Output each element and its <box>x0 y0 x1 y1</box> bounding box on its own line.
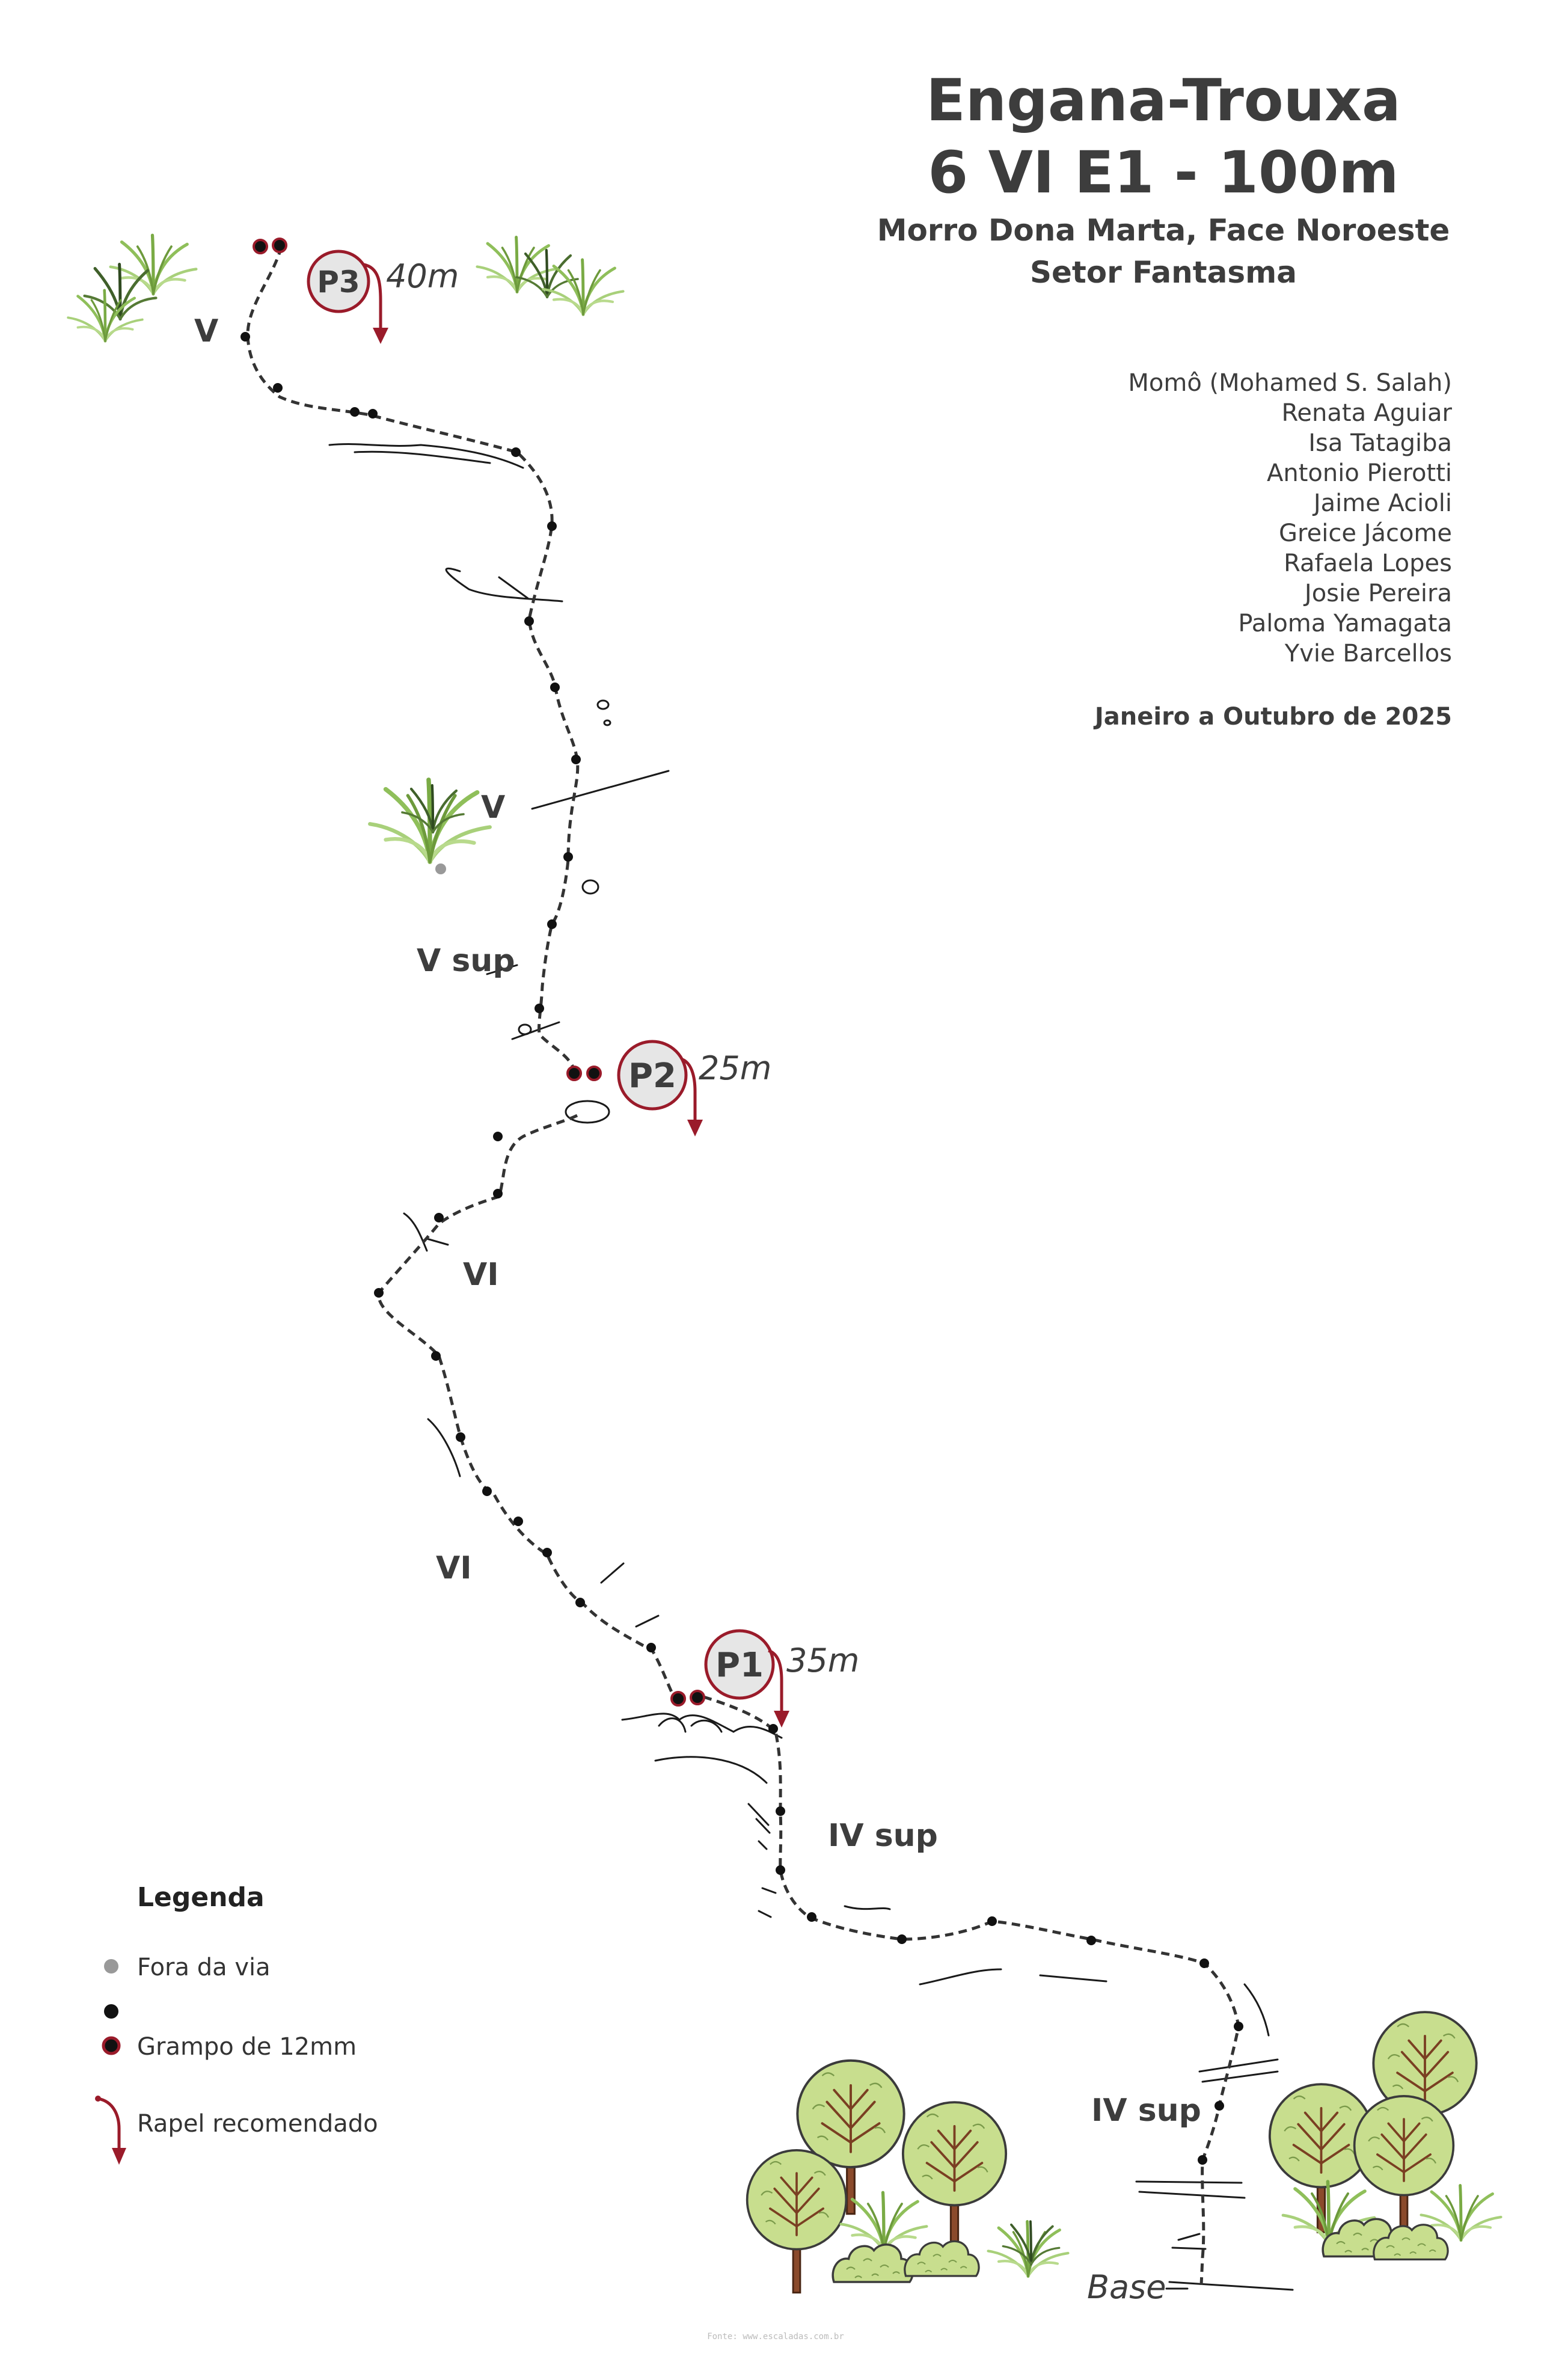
bolt <box>897 1934 907 1944</box>
anchor-bolt <box>690 1690 705 1705</box>
belay-p1: P1 35m <box>670 1629 859 1728</box>
credit-item: Rafaela Lopes <box>1284 550 1452 577</box>
belay-marker <box>617 1040 688 1111</box>
legend-bolt-label: Grampo de 12mm <box>137 2033 357 2061</box>
credit-item: Yvie Barcellos <box>1284 640 1452 667</box>
bolt <box>1198 2155 1207 2165</box>
rappel-arrow <box>681 1058 697 1126</box>
bolt <box>542 1548 552 1557</box>
belay-label: P2 <box>628 1057 676 1096</box>
legend-anchor-swatch <box>102 2036 121 2055</box>
bolt <box>535 1004 544 1013</box>
grade-labels: V V V sup VI VI IV sup IV sup <box>194 313 1201 2129</box>
anchor-bolt <box>566 1066 582 1081</box>
grade-label: VI <box>436 1550 472 1586</box>
legend-bolt-swatch <box>104 2004 118 2019</box>
anchor-bolt <box>272 238 287 253</box>
bolt <box>571 755 581 764</box>
legend-off-route-swatch <box>104 1959 118 1974</box>
bolt <box>434 1213 444 1222</box>
grade-label: IV sup <box>828 1818 938 1854</box>
anchor-bolt <box>253 239 268 254</box>
bolts <box>240 332 1243 2165</box>
route-date: Janeiro a Outubro de 2025 <box>1093 703 1452 731</box>
bolt <box>776 1806 785 1816</box>
credit-item: Greice Jácome <box>1279 520 1452 547</box>
belay-marker <box>704 1629 775 1700</box>
grade-label: V <box>481 790 505 826</box>
credit-item: Momô (Mohamed S. Salah) <box>1128 369 1452 397</box>
credit-item: Antonio Pierotti <box>1267 459 1452 487</box>
credit-item: Jaime Acioli <box>1312 489 1452 517</box>
belay-label: P3 <box>317 265 360 299</box>
legend-rappel-label: Rapel recomendado <box>137 2110 378 2138</box>
rock-features <box>328 443 1294 2291</box>
rappel-arrow <box>363 263 382 334</box>
source-credit: Fonte: www.escaladas.com.br <box>707 2332 844 2342</box>
credit-item: Isa Tatagiba <box>1308 429 1452 457</box>
bolt <box>987 1916 997 1926</box>
route-sector: Setor Fantasma <box>1030 255 1297 290</box>
bolt <box>547 919 557 929</box>
anchor-bolt <box>586 1066 602 1081</box>
grade-label: VI <box>463 1257 499 1293</box>
legend-title: Legenda <box>137 1882 265 1913</box>
bolt <box>513 1517 523 1526</box>
off-route-bolt <box>435 863 446 874</box>
route-name: Engana-Trouxa <box>926 67 1401 134</box>
bolt <box>350 407 360 417</box>
vegetation-top-right <box>477 238 623 315</box>
belay-label: P1 <box>715 1646 764 1685</box>
bolt <box>511 447 521 457</box>
rappel-length: 35m <box>786 1642 859 1679</box>
base-label: Base <box>1087 2268 1166 2306</box>
bolt <box>776 1865 785 1875</box>
bolt <box>646 1643 656 1652</box>
bolt <box>1199 1958 1209 1968</box>
grade-label: V <box>194 313 218 349</box>
rappel-length: 40m <box>386 257 459 295</box>
bolt <box>1234 2022 1243 2031</box>
route-grade-line: 6 VI E1 - 100m <box>928 139 1398 206</box>
legend-rappel-arrow <box>97 2097 121 2154</box>
bolt <box>563 852 573 862</box>
bolt <box>482 1486 492 1496</box>
belay-p3: P3 40m <box>253 238 459 344</box>
grade-label: V sup <box>417 943 515 979</box>
bolt <box>1215 2101 1224 2111</box>
belay-marker <box>307 250 370 313</box>
grade-label: IV sup <box>1091 2093 1201 2129</box>
legend: Legenda Fora da via Grampo de 12mm Rapel… <box>95 1882 378 2165</box>
bolt <box>768 1724 778 1734</box>
credit-item: Josie Pereira <box>1303 580 1452 607</box>
bolt <box>374 1288 384 1298</box>
route-location: Morro Dona Marta, Face Noroeste <box>877 213 1450 248</box>
bolt <box>550 682 560 692</box>
legend-off-route-label: Fora da via <box>137 1954 271 1981</box>
bolt <box>547 521 557 531</box>
anchor-bolt <box>670 1691 686 1707</box>
bolt <box>273 383 283 393</box>
bolt <box>456 1432 465 1442</box>
rappel-length: 25m <box>699 1049 771 1087</box>
bolt <box>493 1189 503 1198</box>
bolt <box>575 1598 585 1607</box>
rappel-arrow <box>768 1649 783 1717</box>
bolt <box>368 409 378 419</box>
bolt <box>240 332 250 342</box>
bolt <box>807 1912 816 1922</box>
vegetation-middle <box>370 780 490 862</box>
bolt <box>431 1351 441 1361</box>
vegetation-top-left <box>68 235 196 341</box>
credits-list: Momô (Mohamed S. Salah) Renata Aguiar Is… <box>1128 369 1452 667</box>
credit-item: Renata Aguiar <box>1281 399 1452 427</box>
bolt <box>1086 1936 1096 1945</box>
belay-p2: P2 25m <box>566 1040 771 1136</box>
bolt <box>493 1132 503 1141</box>
bolt <box>524 616 534 626</box>
vegetation-base <box>746 2011 1501 2294</box>
credit-item: Paloma Yamagata <box>1238 610 1452 637</box>
